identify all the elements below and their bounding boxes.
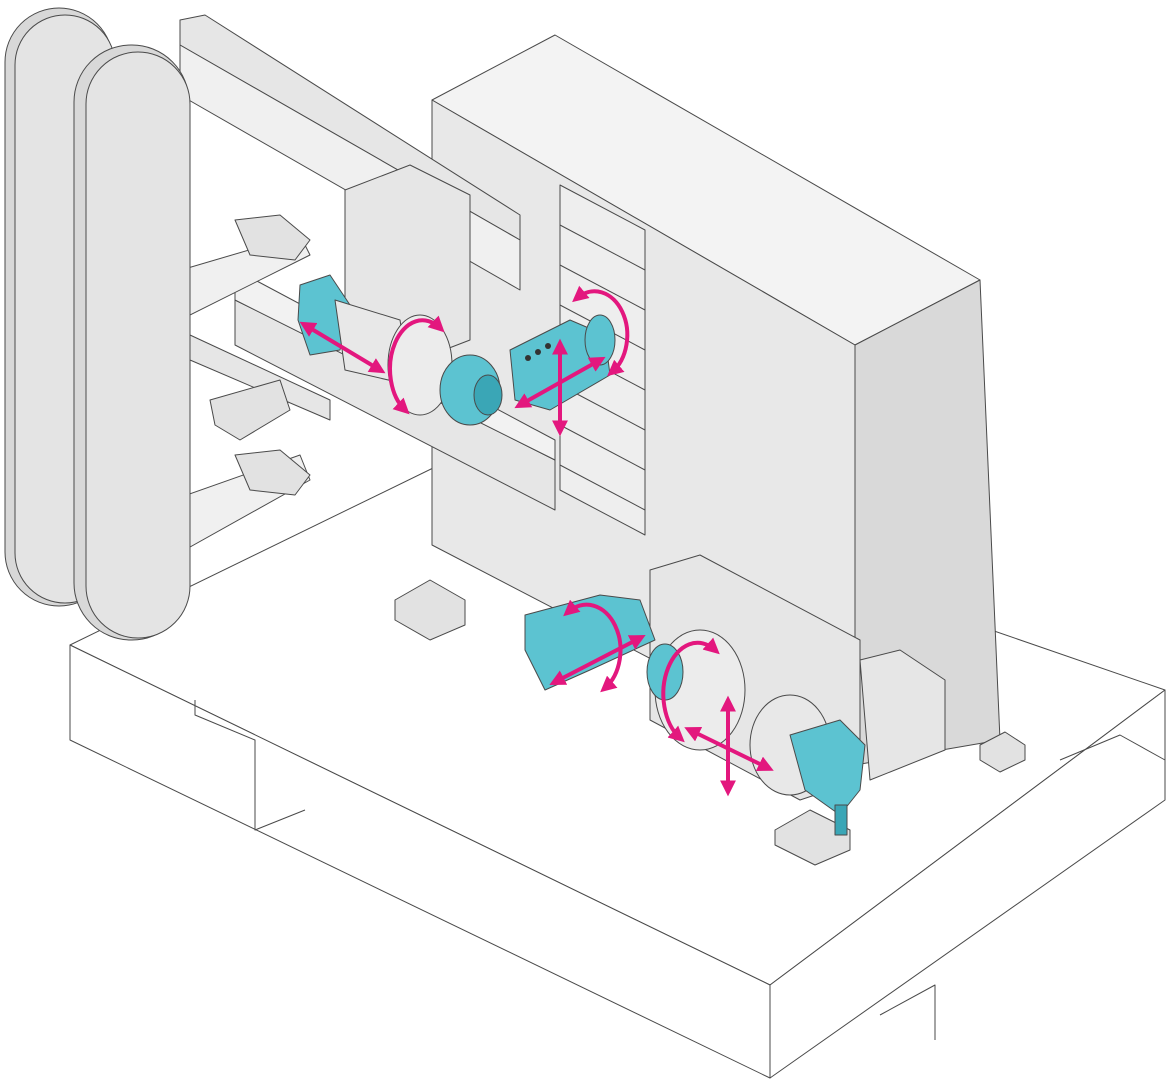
rotation-arrow: [661, 637, 720, 743]
rotation-arrow: [388, 315, 445, 415]
motion-arrows: [299, 285, 774, 797]
rotation-arrow: [563, 599, 623, 693]
rotation-arrow: [572, 285, 630, 377]
machine-base: [69, 449, 1166, 1079]
machine-feet: [394, 579, 1026, 866]
pallet-plates: [4, 7, 191, 641]
linear-arrow: [299, 321, 386, 374]
